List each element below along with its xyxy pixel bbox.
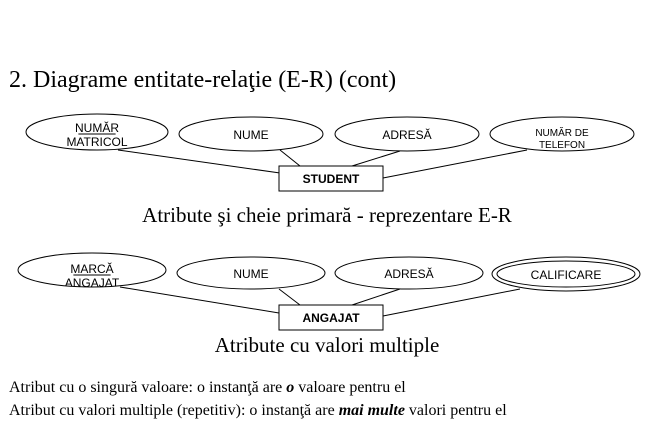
attribute-adresa: ADRESĂ — [334, 116, 480, 152]
entity-student: STUDENT — [278, 165, 384, 192]
attribute-nume: NUME — [178, 116, 324, 152]
definition-emphasis: mai multe — [338, 402, 405, 419]
relationship-line — [279, 149, 301, 167]
attribute-label: NUME — [233, 267, 268, 281]
relationship-line — [351, 288, 401, 306]
definition-emphasis: o — [286, 379, 295, 396]
entity-angajat: ANGAJAT — [278, 304, 384, 331]
attribute-label: ADRESĂ — [382, 127, 431, 142]
relationship-line — [351, 150, 401, 167]
diagram-caption: Atribute cu valori multiple — [214, 333, 440, 357]
definition-multi-valued: Atribut cu valori multiple (repetitiv): … — [9, 401, 507, 421]
attribute-label: CALIFICARE — [531, 268, 602, 282]
relationship-line — [278, 288, 301, 306]
definition-text: valori pentru el — [404, 402, 507, 419]
attribute-calificare-multivalued: CALIFICARE — [491, 256, 641, 292]
attribute-label: NUME — [233, 128, 268, 142]
entity-label: ANGAJAT — [302, 311, 360, 325]
definition-text: valoare pentru el — [294, 379, 406, 396]
definition-text: Atribut cu valori multiple (repetitiv): … — [9, 402, 339, 419]
relationship-line — [119, 286, 280, 314]
definition-single-valued: Atribut cu o singură valoare: o instanţă… — [9, 378, 406, 398]
attribute-nume: NUME — [176, 256, 326, 290]
relationship-line — [117, 149, 281, 174]
entity-label: STUDENT — [303, 172, 360, 186]
diagram-caption: Atribute şi cheie primară - reprezentare… — [142, 203, 512, 227]
page-title: 2. Diagrame entitate-relaţie (E-R) (cont… — [9, 67, 397, 93]
relationship-line — [382, 149, 528, 179]
attribute-label: ADRESĂ — [384, 266, 433, 281]
attribute-adresa: ADRESĂ — [334, 256, 484, 290]
definition-text: Atribut cu o singură valoare: o instanţă… — [9, 379, 287, 396]
relationship-line — [382, 288, 521, 317]
